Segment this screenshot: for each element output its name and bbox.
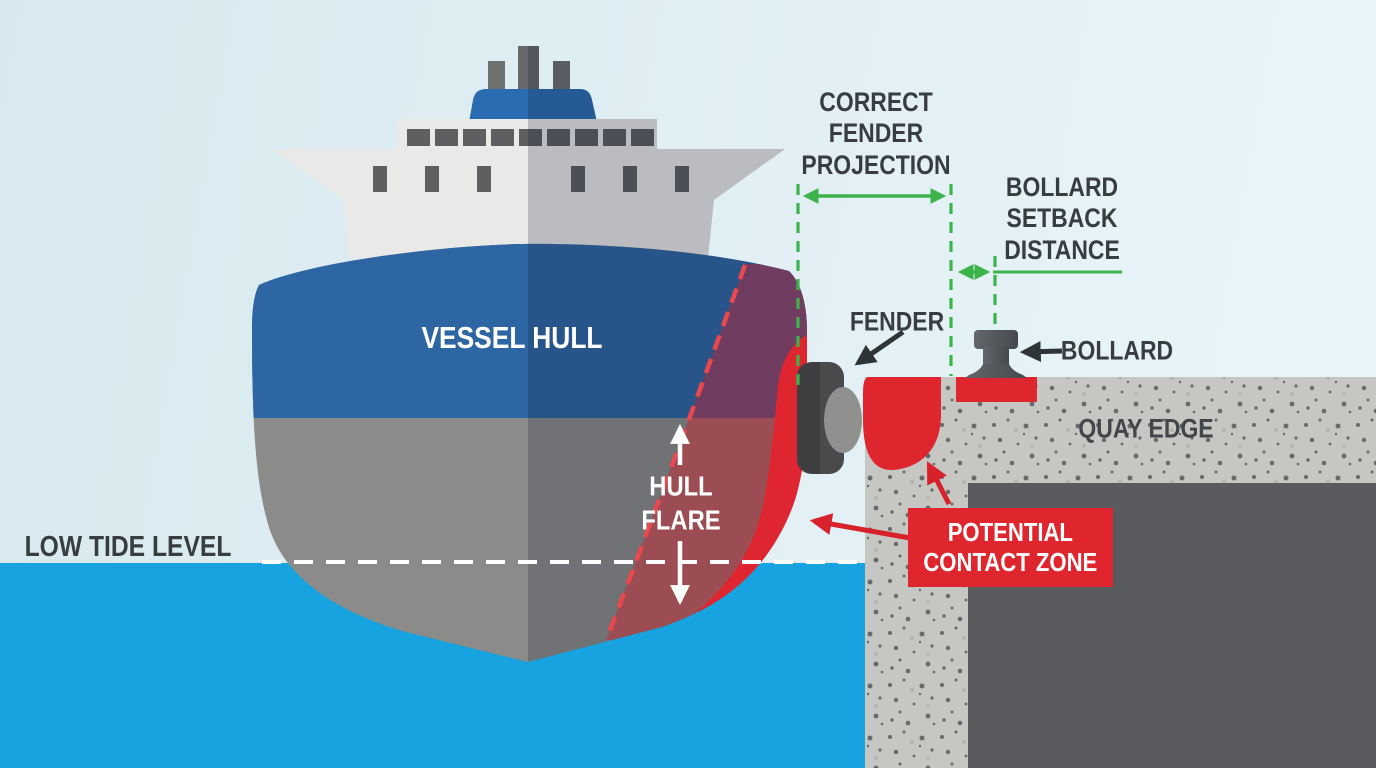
deck-windows (373, 166, 689, 192)
mast-center-shape (518, 46, 539, 92)
superstructure-shape (272, 149, 785, 258)
contact-zone-corner-shape (863, 377, 941, 471)
label-hull-flare: HULL FLARE (641, 470, 721, 535)
label-quay-edge: QUAY EDGE (1078, 413, 1214, 444)
bollard-pointer-arrow (1019, 341, 1063, 363)
bollard-shape (965, 330, 1027, 378)
label-fender: FENDER (849, 306, 945, 337)
label-bollard-setback-distance: BOLLARD SETBACK DISTANCE (1004, 172, 1120, 265)
label-vessel-hull: VESSEL HULL (421, 320, 603, 356)
label-correct-fender-projection: CORRECT FENDER PROJECTION (801, 87, 951, 180)
hull-paint-blue-shape (252, 243, 807, 418)
bridge-windows (407, 129, 654, 146)
fender-pointer-arrow (854, 329, 905, 366)
label-potential-contact-zone: POTENTIAL CONTACT ZONE (923, 516, 1098, 577)
fender-cone-shape (824, 387, 862, 453)
mast-right-shape (553, 61, 570, 92)
fender-shape (797, 362, 862, 474)
flare-dashed-line (604, 264, 748, 639)
dimension-lines (796, 184, 1122, 392)
label-bollard: BOLLARD (1060, 335, 1174, 366)
potential-contact-zone-box: POTENTIAL CONTACT ZONE (908, 508, 1113, 587)
funnel-shape (469, 89, 597, 122)
contact-zone-pointer-arrow-corner (926, 461, 952, 506)
contact-zone-pointer-arrow-hull (809, 513, 911, 541)
label-low-tide-level: LOW TIDE LEVEL (24, 531, 232, 564)
flare-red-edge-shape (697, 328, 807, 612)
bollard-pad-shape (956, 377, 1037, 402)
mast-left-shape (488, 61, 505, 92)
